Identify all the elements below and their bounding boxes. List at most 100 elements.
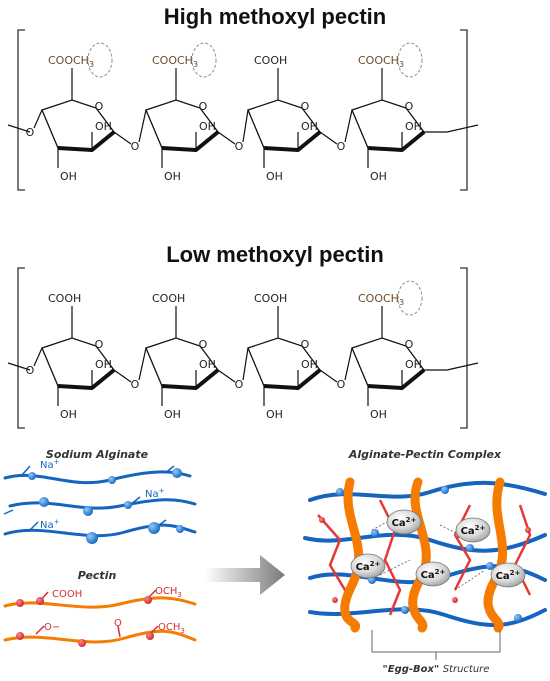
glycosidic-bond [138, 109, 147, 143]
sugar-unit: O COOH OH OH [247, 292, 338, 421]
och3-label-2: OCH3 [158, 622, 185, 635]
ca-symbol: Ca [461, 526, 475, 537]
ca-symbol: Ca [356, 562, 370, 573]
methoxyl-highlight-circle [397, 280, 423, 316]
carboxyl-group: COOH [254, 292, 287, 305]
pectin-bead [78, 639, 86, 647]
ca-symbol: Ca [392, 518, 406, 529]
pectin-bead [144, 596, 152, 604]
ca-charge: 2+ [406, 516, 417, 524]
alginate-chain-2 [8, 498, 197, 510]
eggbox-label-structure: Structure [443, 664, 490, 675]
hydroxyl-label: OH [405, 120, 422, 133]
hydroxyl-label: OH [199, 120, 216, 133]
eggbox-bracket [371, 630, 501, 653]
glycosidic-bond [217, 131, 236, 145]
hydroxyl-label: OH [405, 358, 422, 371]
terminal-bond [446, 362, 479, 371]
eggbox-label-quoted: "Egg-Box" [383, 664, 440, 675]
glycosidic-oxygen: O [337, 378, 346, 391]
complex-bead [401, 606, 409, 614]
glycosidic-bond [138, 347, 147, 381]
ring-front-edge [367, 368, 426, 390]
glycosidic-bond [344, 347, 353, 381]
complex-bead [441, 486, 449, 494]
carboxyl-group: COOH [48, 292, 81, 305]
calcium-ion: Ca2+ [386, 509, 422, 535]
ring-oxygen: O [405, 100, 414, 113]
complex-label: Alginate-Pectin Complex [348, 448, 502, 461]
alginate-bead [124, 501, 132, 509]
transition-arrow [205, 555, 285, 595]
o-minus-label: O− [44, 622, 60, 633]
complex-bead [466, 544, 474, 552]
glycosidic-oxygen: O [26, 364, 35, 377]
hydroxyl-label: OH [60, 170, 77, 183]
ca-symbol: Ca [421, 570, 435, 581]
right-bracket [460, 267, 468, 429]
hydroxyl-label: OH [199, 358, 216, 371]
glycosidic-bond [319, 369, 338, 383]
hydroxyl-label: OH [301, 120, 318, 133]
ring-front-edge [57, 368, 116, 390]
ca-charge: 2+ [475, 524, 486, 532]
pectin-bead [16, 599, 24, 607]
alginate-bead [108, 476, 116, 484]
na-label-3: Na+ [40, 518, 60, 531]
glycosidic-oxygen: O [131, 140, 140, 153]
ring-oxygen: O [95, 100, 104, 113]
svg-text:Ca2+: Ca2+ [356, 560, 381, 573]
methoxyl-highlight-circle [191, 42, 217, 78]
hydroxyl-label: OH [266, 408, 283, 421]
pectin-bead [16, 632, 24, 640]
calcium-ion: Ca2+ [350, 553, 386, 579]
hydroxyl-label: OH [301, 358, 318, 371]
pectin-bead [146, 632, 154, 640]
low-methoxyl-title: Low methoxyl pectin [166, 242, 384, 267]
complex-bead [514, 614, 522, 622]
complex-crosslinks [371, 514, 486, 591]
ring-oxygen: O [199, 338, 208, 351]
alginate-bead [86, 532, 98, 544]
alginate-bead [28, 472, 36, 480]
glycosidic-bond [33, 109, 43, 129]
hydroxyl-label: OH [164, 170, 181, 183]
hydroxyl-label: OH [370, 408, 387, 421]
glycosidic-bond [33, 347, 43, 367]
svg-text:Ca2+: Ca2+ [392, 516, 417, 529]
alginate-bead [176, 525, 184, 533]
na-label-1: Na+ [40, 458, 60, 471]
ring-oxygen: O [301, 338, 310, 351]
svg-text:Ca2+: Ca2+ [496, 569, 521, 582]
ring-front-edge [367, 130, 426, 152]
left-bracket [17, 267, 25, 429]
svg-text:Ca2+: Ca2+ [461, 524, 486, 537]
cooh-label: COOH [52, 589, 82, 600]
ring-front-edge [57, 130, 116, 152]
glycosidic-oxygen: O [337, 140, 346, 153]
glycosidic-bond [344, 109, 353, 143]
carboxyl-group: COOH [152, 292, 185, 305]
terminal-bond [7, 124, 31, 133]
bridge-o-label: O [114, 618, 122, 629]
ring-front-edge [161, 130, 220, 152]
calcium-ion: Ca2+ [455, 517, 491, 543]
sodium-alginate-label: Sodium Alginate [46, 448, 149, 461]
alginate-pectin-complex: Ca2+ Ca2+ Ca2+ Ca2+ Ca2+ [303, 477, 547, 633]
alginate-bead [39, 497, 49, 507]
glycosidic-bond [217, 369, 236, 383]
right-bracket [460, 29, 468, 191]
eggbox-label: "Egg-Box" Structure [383, 664, 490, 675]
methyl-ester-group: COOCH3 [48, 54, 94, 69]
ring-oxygen: O [95, 338, 104, 351]
pectin-chains [3, 596, 197, 644]
ca-symbol: Ca [496, 571, 510, 582]
calcium-ion: Ca2+ [415, 561, 451, 587]
complex-bead [319, 517, 325, 523]
alginate-bead [148, 522, 160, 534]
complex-bead [452, 597, 458, 603]
